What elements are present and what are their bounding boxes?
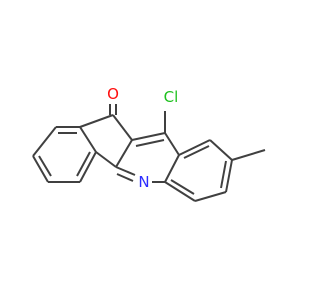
bond-skeleton xyxy=(32,104,266,202)
bond-c9a-c10-inner xyxy=(135,139,165,147)
bond-c9-c9a xyxy=(112,114,133,141)
chemical-structure-diagram: O Cl N xyxy=(32,85,266,202)
bond-c3-c4 xyxy=(79,151,97,183)
oxygen-atom-label: O xyxy=(107,85,119,103)
bond-c4b-c3 xyxy=(95,151,117,168)
bond-c10a-c5 xyxy=(178,139,211,156)
nitrogen-atom-label: N xyxy=(138,173,149,191)
bond-c10a-c5-inner xyxy=(183,145,210,159)
bond-c9a-c4b xyxy=(115,139,133,168)
chlorine-atom-label: Cl xyxy=(164,88,179,106)
bond-c5-c6 xyxy=(32,155,49,183)
bond-c9a-c10 xyxy=(131,132,166,141)
bond-c10a-c4a xyxy=(164,154,180,183)
bond-c2-c3 xyxy=(79,126,97,153)
bond-n-c4b xyxy=(115,166,136,176)
bond-c8-c4a xyxy=(164,181,196,202)
bond-c8-c4a-inner xyxy=(170,179,195,195)
bond-c6r-c7 xyxy=(225,159,233,193)
bond-n-c4b-inner xyxy=(116,173,134,182)
bond-c3-c4-inner xyxy=(76,151,91,177)
bond-c6-c1 xyxy=(32,126,57,157)
bond-c5-c6r xyxy=(209,139,233,161)
bond-methyl xyxy=(231,149,266,161)
bond-c5-c6-inner xyxy=(38,155,52,177)
bond-c2-c9 xyxy=(79,114,114,128)
bond-c7-c8 xyxy=(194,191,227,202)
bond-c6r-c7-inner xyxy=(220,160,227,189)
bond-c10-c10a xyxy=(164,132,180,156)
